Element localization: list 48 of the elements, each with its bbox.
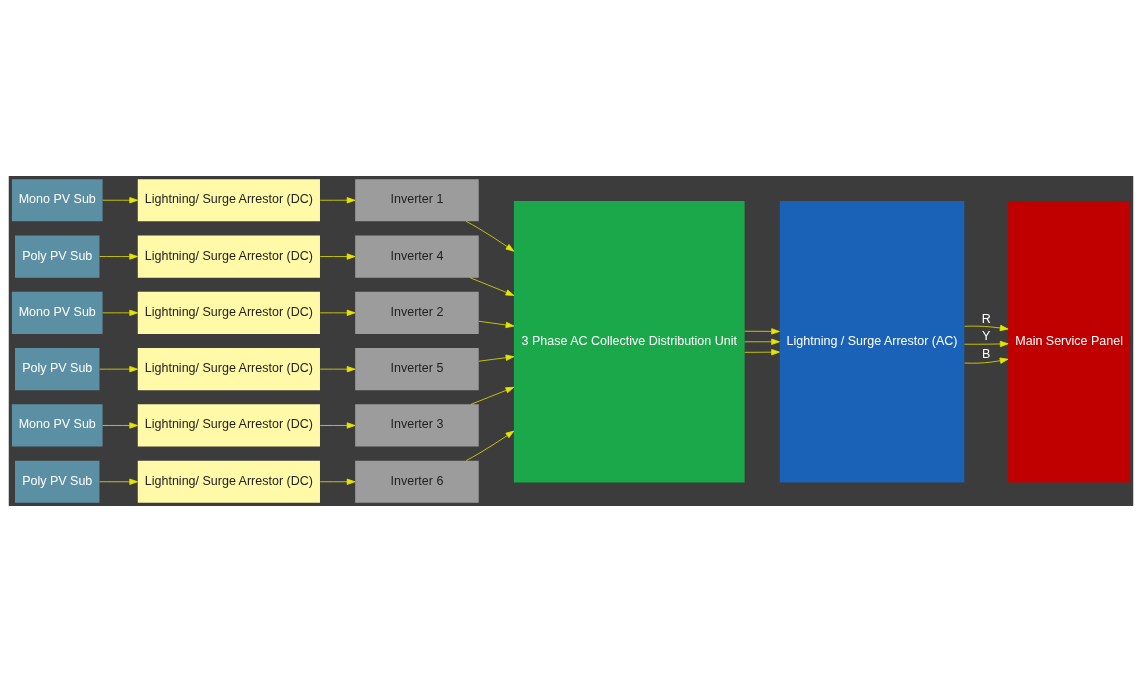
arrow — [470, 386, 515, 405]
node-box: Lightning/ Surge Arrestor (DC) — [137, 179, 320, 222]
node-box: Inverter 3 — [355, 404, 479, 447]
arrow — [478, 320, 515, 329]
arrow — [964, 340, 1009, 348]
arrow — [465, 430, 515, 461]
node-box: Poly PV Sub — [15, 235, 100, 278]
node-box: Inverter 4 — [355, 235, 479, 278]
node-box: Lightning/ Surge Arrestor (DC) — [137, 404, 320, 447]
node-box: Inverter 2 — [355, 291, 479, 334]
arrow — [319, 422, 356, 429]
arrow — [319, 366, 356, 373]
arrow — [744, 338, 780, 345]
node-box: Poly PV Sub — [15, 348, 100, 391]
node-box: Inverter 5 — [355, 348, 479, 391]
arrow — [102, 197, 138, 204]
node-box: Lightning / Surge Arrestor (AC) — [779, 201, 965, 483]
node-box: Lightning/ Surge Arrestor (DC) — [137, 348, 320, 391]
arrow — [99, 253, 138, 260]
arrow — [102, 422, 138, 429]
node-box: Mono PV Sub — [11, 404, 103, 447]
node-box: Lightning/ Surge Arrestor (DC) — [137, 291, 320, 334]
arrow — [964, 324, 1009, 332]
edge-label: Y — [982, 329, 991, 344]
arrow — [319, 478, 356, 485]
node-box: Mono PV Sub — [11, 291, 103, 334]
node-box: Main Service Panel — [1008, 201, 1131, 483]
arrow — [319, 309, 356, 316]
edge-label: B — [982, 347, 991, 362]
arrow — [99, 478, 138, 485]
arrow — [964, 357, 1009, 364]
node-box: Mono PV Sub — [11, 179, 103, 222]
arrow — [99, 366, 138, 373]
arrow — [319, 253, 356, 260]
arrow — [478, 354, 515, 362]
arrow — [465, 221, 515, 252]
node-box: Lightning/ Surge Arrestor (DC) — [137, 460, 320, 503]
arrow — [744, 349, 780, 356]
node-box: Poly PV Sub — [15, 460, 100, 503]
arrow — [469, 277, 515, 296]
node-box: Lightning/ Surge Arrestor (DC) — [137, 235, 320, 278]
arrow — [102, 309, 138, 316]
node-box: 3 Phase AC Collective Distribution Unit — [513, 201, 745, 483]
edge-label: R — [981, 311, 991, 326]
arrow — [319, 197, 356, 204]
node-box: Inverter 1 — [355, 179, 479, 222]
node-box: Inverter 6 — [355, 460, 479, 503]
arrow — [744, 328, 780, 335]
